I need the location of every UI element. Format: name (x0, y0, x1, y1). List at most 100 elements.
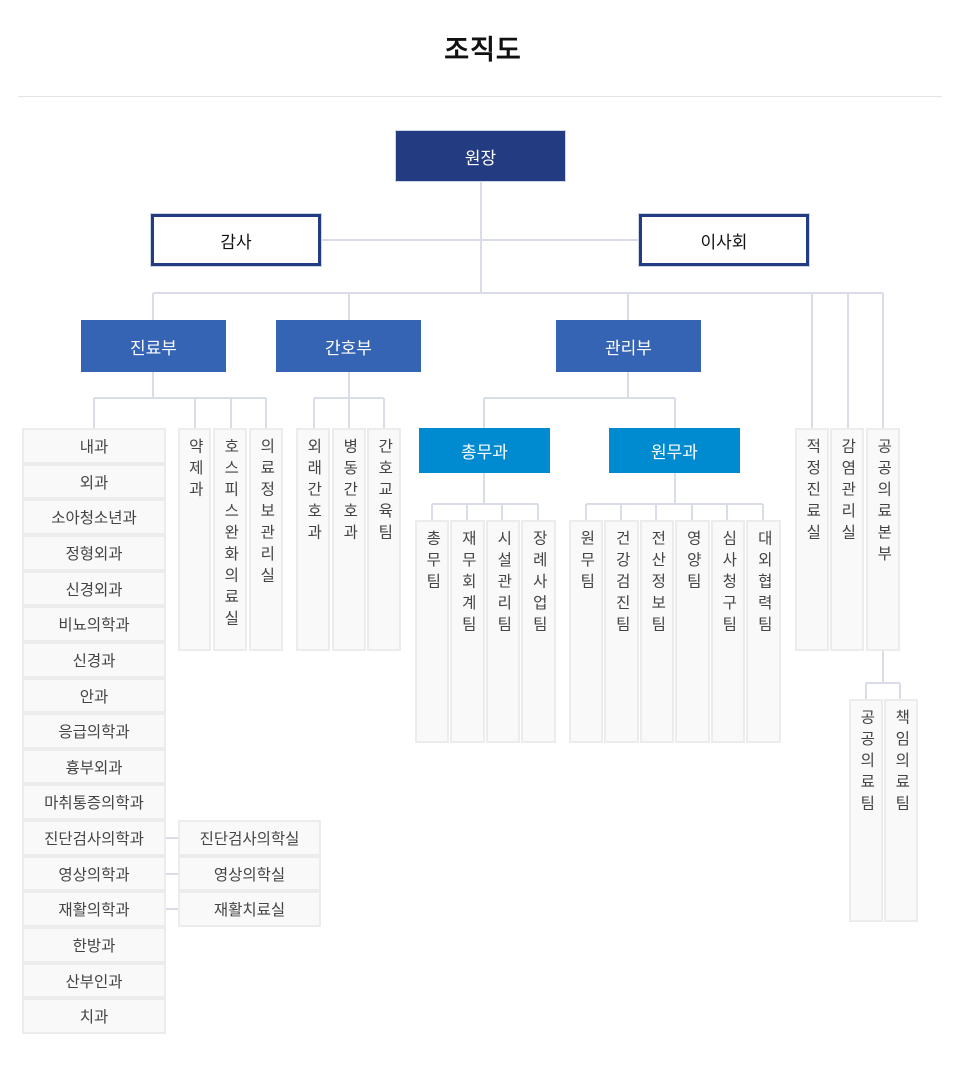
dept-nursing[interactable]: 간호부 (276, 320, 421, 372)
clinic-sub-unit-label: 진단검사의학실 (199, 830, 300, 848)
clinic-item[interactable]: 흉부외과 (22, 749, 166, 784)
medical-unit[interactable]: 의료정보관리실 (249, 428, 283, 651)
clinic-item[interactable]: 신경외과 (22, 571, 166, 606)
clinic-item[interactable]: 정형외과 (22, 535, 166, 571)
connector-line (230, 398, 232, 428)
connector-line (655, 504, 657, 520)
patient-affairs-team[interactable]: 원무팀 (569, 520, 603, 743)
auditor-box[interactable]: 감사 (151, 214, 321, 266)
dept-nursing-label: 간호부 (325, 338, 372, 359)
dept-administration[interactable]: 관리부 (556, 320, 701, 372)
dept-medical[interactable]: 진료부 (81, 320, 226, 372)
clinic-item-label: 흉부외과 (65, 758, 123, 777)
clinic-item-label: 외과 (79, 473, 109, 492)
connector-line (691, 504, 693, 520)
clinic-item[interactable]: 신경과 (22, 642, 166, 678)
clinic-item-label: 응급의학과 (58, 723, 130, 741)
clinic-item[interactable]: 소아청소년과 (22, 499, 166, 535)
connector-line (674, 398, 676, 428)
clinic-item[interactable]: 안과 (22, 678, 166, 713)
section-general-affairs[interactable]: 총무과 (419, 428, 550, 473)
independent-unit[interactable]: 감염관리실 (830, 428, 864, 651)
connector-line (348, 372, 350, 398)
connector-line (866, 682, 900, 684)
public-health-team-label: 공공의료팀 (857, 709, 876, 817)
connector-line (484, 397, 675, 399)
independent-unit-label: 감염관리실 (838, 438, 857, 546)
nursing-unit[interactable]: 병동간호과 (332, 428, 366, 651)
dept-administration-label: 관리부 (605, 338, 652, 359)
patient-affairs-team[interactable]: 전산정보팀 (640, 520, 674, 743)
section-patient-affairs[interactable]: 원무과 (609, 428, 740, 473)
clinic-item[interactable]: 외과 (22, 464, 166, 499)
clinic-item[interactable]: 재활의학과 (22, 891, 166, 927)
clinic-item[interactable]: 한방과 (22, 927, 166, 963)
clinic-item[interactable]: 진단검사의학과 (22, 820, 166, 856)
clinic-item-label: 재활의학과 (58, 901, 130, 919)
general-affairs-team[interactable]: 총무팀 (415, 520, 449, 743)
connector-line (93, 398, 95, 428)
clinic-item-label: 소아청소년과 (51, 509, 137, 527)
connector-line (865, 683, 867, 699)
section-general-affairs-label: 총무과 (461, 443, 508, 463)
independent-unit[interactable]: 공공의료본부 (866, 428, 900, 651)
clinic-item-label: 신경과 (72, 652, 116, 670)
clinic-item-label: 마취통증의학과 (44, 794, 144, 812)
director-box[interactable]: 원장 (395, 130, 566, 182)
connector-line (152, 293, 154, 320)
nursing-unit[interactable]: 외래간호과 (296, 428, 330, 651)
general-affairs-team-label: 총무팀 (423, 530, 442, 595)
nursing-unit[interactable]: 간호교육팀 (367, 428, 401, 651)
clinic-item[interactable]: 영상의학과 (22, 856, 166, 891)
patient-affairs-team[interactable]: 건강검진팀 (604, 520, 639, 743)
general-affairs-team[interactable]: 재무회계팀 (450, 520, 485, 743)
connector-line (726, 504, 728, 520)
connector-line (94, 397, 266, 399)
general-affairs-team[interactable]: 장례사업팀 (521, 520, 556, 743)
clinic-sub-unit-label: 영상의학실 (213, 865, 286, 884)
title-divider (18, 96, 942, 97)
clinic-item[interactable]: 마취통증의학과 (22, 784, 166, 820)
clinic-item-label: 한방과 (72, 937, 116, 955)
board-box-label: 이사회 (700, 232, 748, 253)
clinic-item[interactable]: 비뇨의학과 (22, 606, 166, 642)
general-affairs-team-label: 장례사업팀 (530, 530, 549, 638)
connector-line (627, 372, 629, 398)
independent-unit[interactable]: 적정진료실 (795, 428, 829, 651)
patient-affairs-team-label: 원무팀 (577, 530, 596, 595)
public-health-team[interactable]: 공공의료팀 (849, 699, 883, 922)
clinic-item[interactable]: 산부인과 (22, 963, 166, 998)
connector-line (483, 473, 485, 504)
clinic-item[interactable]: 치과 (22, 998, 166, 1034)
connector-line (321, 239, 639, 241)
general-affairs-team[interactable]: 시설관리팀 (486, 520, 520, 743)
dept-medical-label: 진료부 (130, 338, 177, 359)
connector-line (501, 504, 503, 520)
connector-line (537, 504, 539, 520)
clinic-sub-unit[interactable]: 진단검사의학실 (178, 820, 321, 856)
connector-line (762, 504, 764, 520)
independent-unit-label: 적정진료실 (803, 438, 822, 546)
board-box[interactable]: 이사회 (639, 214, 809, 266)
patient-affairs-team[interactable]: 영양팀 (675, 520, 710, 743)
clinic-item-label: 비뇨의학과 (58, 616, 130, 634)
clinic-item[interactable]: 내과 (22, 428, 166, 464)
medical-unit[interactable]: 약제과 (178, 428, 211, 651)
clinic-sub-unit[interactable]: 재활치료실 (178, 891, 321, 927)
patient-affairs-team-label: 전산정보팀 (648, 530, 667, 638)
patient-affairs-team[interactable]: 심사청구팀 (711, 520, 745, 743)
connector-line (483, 398, 485, 428)
medical-unit-label: 약제과 (186, 438, 205, 503)
connector-line (265, 398, 267, 428)
clinic-item-label: 내과 (79, 438, 109, 456)
clinic-item[interactable]: 응급의학과 (22, 713, 166, 749)
connector-line (627, 293, 629, 320)
clinic-sub-unit[interactable]: 영상의학실 (178, 856, 321, 891)
patient-affairs-team[interactable]: 대외협력팀 (746, 520, 781, 743)
clinic-item-label: 산부인과 (65, 972, 123, 991)
connector-line (166, 837, 178, 839)
patient-affairs-team-label: 대외협력팀 (755, 530, 774, 638)
public-health-team[interactable]: 책임의료팀 (884, 699, 918, 922)
medical-unit[interactable]: 호스피스완화의료실 (213, 428, 247, 651)
clinic-item-label: 안과 (79, 687, 109, 706)
